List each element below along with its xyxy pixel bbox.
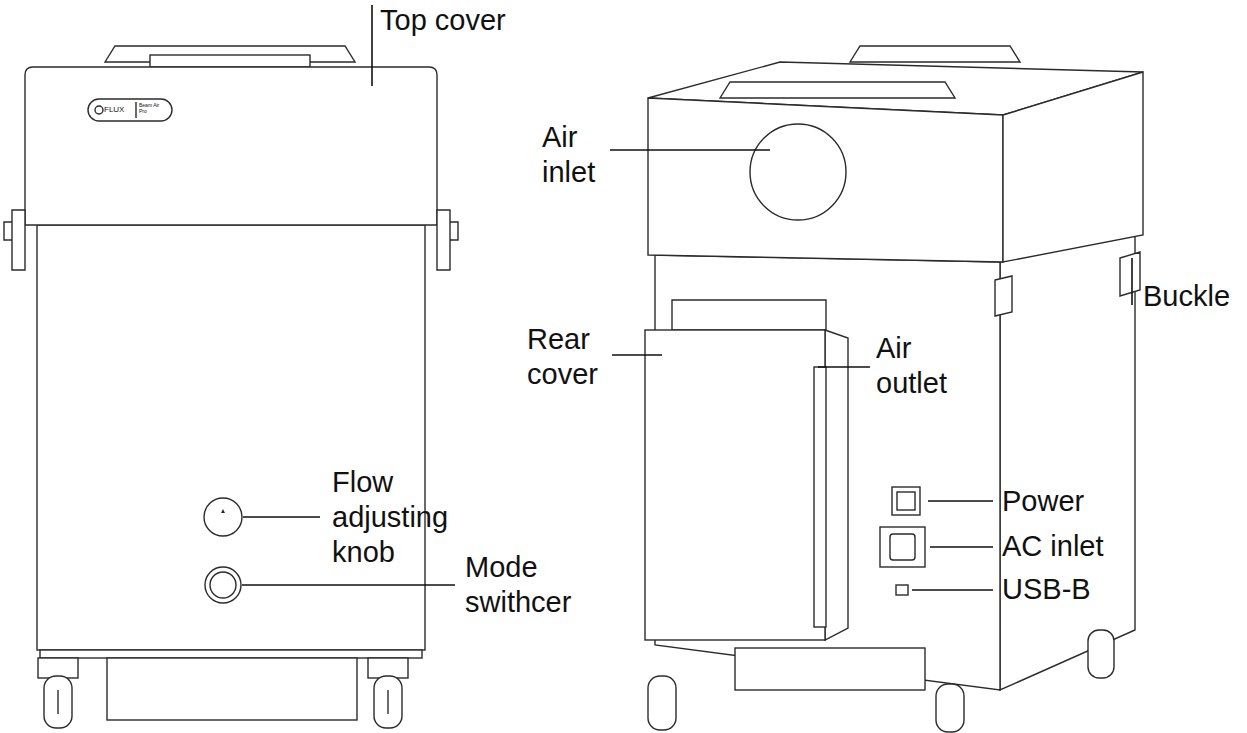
buckle — [1120, 252, 1140, 296]
knob-marker — [221, 509, 225, 513]
ac-inlet — [880, 527, 925, 567]
caster-mount — [38, 658, 78, 678]
leader-line — [610, 149, 770, 151]
power-switch — [892, 487, 920, 515]
mode-switch — [205, 567, 241, 603]
leader-line — [243, 516, 320, 518]
leader-line — [912, 589, 993, 591]
usb-b-port — [896, 585, 908, 595]
buckle — [4, 210, 25, 270]
logo-text: FLUX — [104, 105, 134, 115]
body — [37, 225, 425, 650]
leader-line — [930, 546, 993, 548]
top-cover-rear — [648, 98, 1003, 262]
rear-cover-side — [825, 330, 848, 640]
rear-cover-bracket — [672, 300, 826, 330]
caster-mount — [368, 658, 408, 678]
flow-knob — [204, 498, 242, 536]
rear-cover — [645, 330, 825, 640]
part-label: Top cover — [380, 3, 560, 38]
power-rocker — [897, 492, 915, 510]
logo-divider — [135, 102, 136, 118]
part-label: Mode swithcer — [465, 550, 615, 620]
part-label: Power — [1002, 484, 1122, 519]
part-label: AC inlet — [1002, 529, 1142, 564]
top-cover-side — [1003, 72, 1143, 262]
part-label: Air inlet — [542, 120, 632, 190]
part-label: USB-B — [1002, 572, 1122, 607]
wheel — [648, 676, 676, 730]
handle-grip — [150, 55, 310, 67]
buckle — [995, 276, 1012, 316]
top-cover — [25, 67, 437, 225]
wheel — [936, 684, 964, 732]
wheel-hub — [57, 690, 58, 714]
wheel — [1088, 630, 1114, 678]
leader-line — [818, 366, 870, 368]
leader-line — [242, 584, 455, 586]
part-label: Buckle — [1143, 279, 1247, 314]
logo-badge — [88, 99, 172, 121]
mode-switch-inner — [210, 572, 236, 598]
base-plate — [40, 650, 422, 658]
part-label: Rear cover — [527, 322, 627, 392]
body-side — [1000, 235, 1135, 690]
front-view — [4, 5, 458, 728]
leader-line — [612, 354, 662, 356]
handle — [850, 46, 1020, 62]
logo-text: Beam Air Pro — [139, 102, 163, 114]
base-frame — [735, 648, 925, 690]
ac-socket — [890, 534, 915, 560]
leader-line — [1131, 258, 1133, 305]
part-label: Air outlet — [876, 331, 986, 401]
leader-line — [371, 5, 373, 86]
handle — [720, 82, 955, 98]
wheel-hub — [387, 690, 388, 714]
air-inlet — [750, 124, 846, 220]
air-outlet — [814, 367, 826, 627]
base-tray — [107, 658, 357, 720]
rear-view — [610, 46, 1143, 732]
logo-mark — [95, 106, 103, 114]
leader-line — [928, 500, 993, 502]
wheel — [374, 676, 402, 728]
buckle — [437, 210, 458, 270]
wheel — [44, 676, 72, 728]
